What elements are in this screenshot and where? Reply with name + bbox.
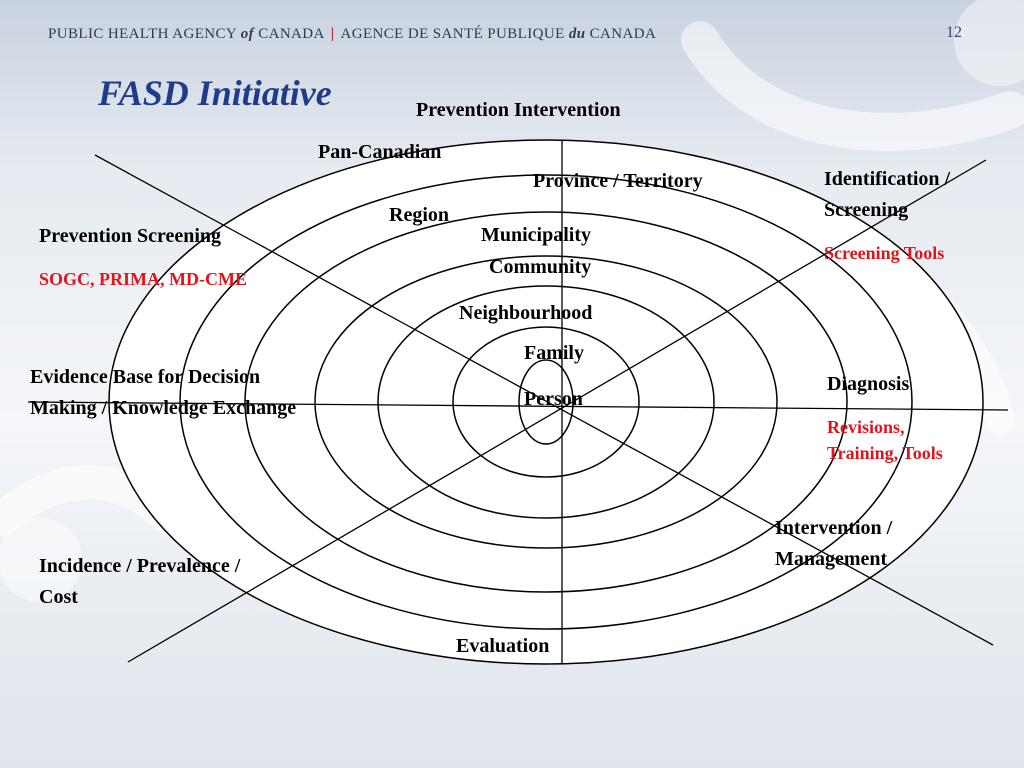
agency-fr-du: du (568, 26, 586, 42)
label-neighbourhood: Neighbourhood (459, 302, 593, 324)
axis-diagonal-upper-right (127, 159, 987, 663)
agency-fr-text: AGENCE DE SANTÉ PUBLIQUE (340, 26, 565, 42)
agency-en-text: PUBLIC HEALTH AGENCY (48, 26, 237, 42)
label-screening-tools: Screening Tools (824, 243, 945, 263)
label-person: Person (524, 388, 583, 410)
label-diagnosis-detail-line2: Training, Tools (827, 443, 943, 463)
label-identification-line2: Screening (824, 199, 909, 221)
agency-en-country: CANADA (258, 26, 325, 42)
label-pan-canadian: Pan-Canadian (318, 141, 442, 163)
label-evaluation: Evaluation (456, 635, 550, 657)
agency-en-of: of (240, 26, 255, 42)
label-prevention-screening: Prevention Screening (39, 225, 222, 247)
label-family: Family (524, 342, 584, 364)
label-identification-line1: Identification / (824, 168, 951, 190)
label-prevention-screening-detail: SOGC, PRIMA, MD-CME (39, 269, 247, 289)
slide-title: FASD Initiative (98, 73, 332, 113)
slide-number: 12 (946, 24, 962, 41)
label-intervention-line2: Management (775, 548, 888, 570)
axis-diagonal-upper-left (94, 154, 994, 646)
label-province-territory: Province / Territory (533, 170, 703, 192)
agency-header: PUBLIC HEALTH AGENCY of CANADA | AGENCE DE… (48, 26, 656, 46)
label-evidence-line2: Making / Knowledge Exchange (30, 397, 297, 419)
label-municipality: Municipality (481, 224, 592, 246)
label-intervention-line1: Intervention / (775, 517, 893, 539)
label-incidence-line1: Incidence / Prevalence / (39, 555, 241, 577)
label-diagnosis-detail-line1: Revisions, (827, 417, 905, 437)
label-incidence-line2: Cost (39, 586, 78, 608)
label-evidence-line1: Evidence Base for Decision (30, 366, 261, 388)
header-separator: | (330, 26, 335, 42)
label-diagnosis: Diagnosis (827, 373, 910, 395)
axis-horizontal (27, 401, 1009, 411)
agency-fr-country: CANADA (589, 26, 657, 42)
label-prevention-intervention: Prevention Intervention (416, 99, 621, 121)
label-community: Community (489, 256, 592, 278)
label-region: Region (389, 204, 449, 226)
